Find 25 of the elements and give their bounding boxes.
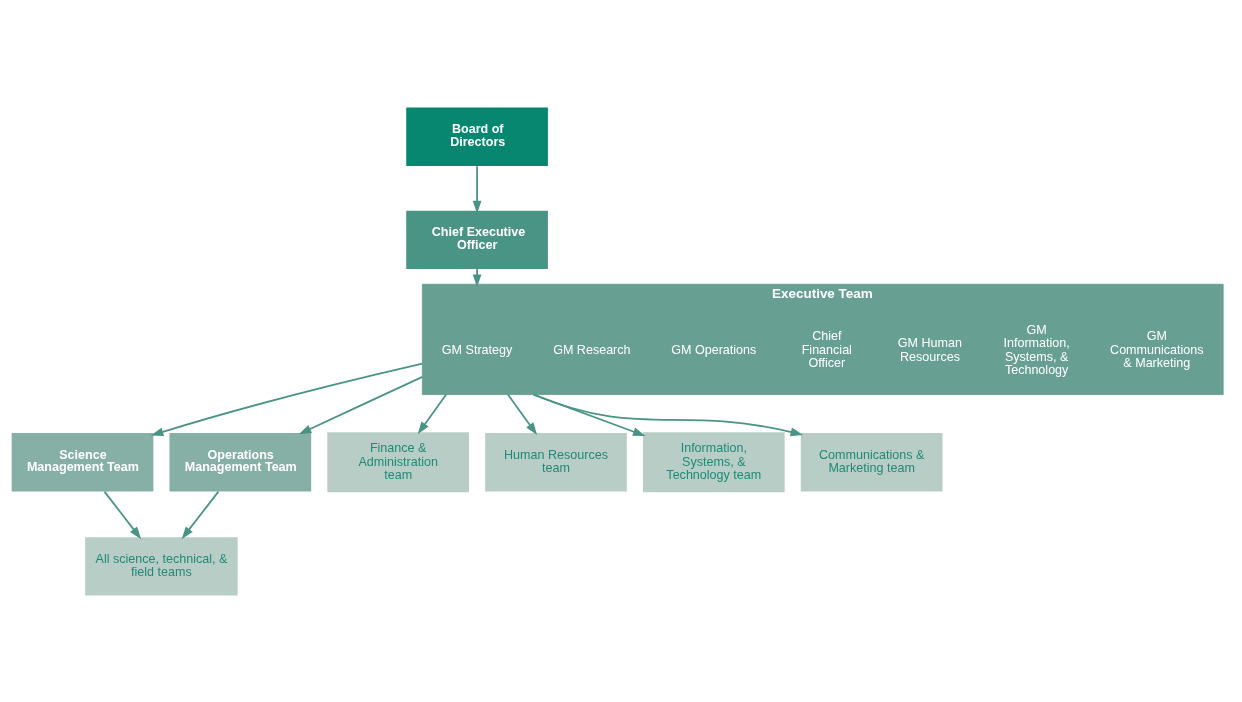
arrow <box>472 164 482 213</box>
node-text: GM Communications & Marketing <box>1110 328 1204 370</box>
node-box: Science Management Team <box>11 432 154 491</box>
arrow <box>181 490 220 539</box>
node-text: GM Operations <box>671 342 757 357</box>
node-text: GM Research <box>553 342 631 357</box>
node-box: Chief Executive Officer <box>406 210 548 269</box>
arrow <box>532 393 804 436</box>
node-box: All science, technical, & field teams <box>85 536 238 595</box>
arrow <box>507 393 538 435</box>
arrow <box>472 267 482 287</box>
node-box: Operations Management Team <box>169 432 312 491</box>
arrow <box>150 362 424 436</box>
node-text: GM Strategy <box>441 342 513 357</box>
node-box: Information, Systems, & Technology team <box>642 431 785 492</box>
node-text: Chief Financial Officer <box>801 328 852 370</box>
node-box: Communications & Marketing team <box>800 432 943 491</box>
arrow <box>298 375 424 434</box>
arrow <box>103 490 142 539</box>
node-box: Human Resources team <box>485 432 627 491</box>
arrow <box>417 393 448 434</box>
node-box: Board of Directors <box>406 107 548 166</box>
node-text: GM Human Resources <box>897 335 962 364</box>
node-box: Finance & Administration team <box>327 431 469 492</box>
node-text: GM Information, Systems, & Technology <box>1003 322 1070 377</box>
